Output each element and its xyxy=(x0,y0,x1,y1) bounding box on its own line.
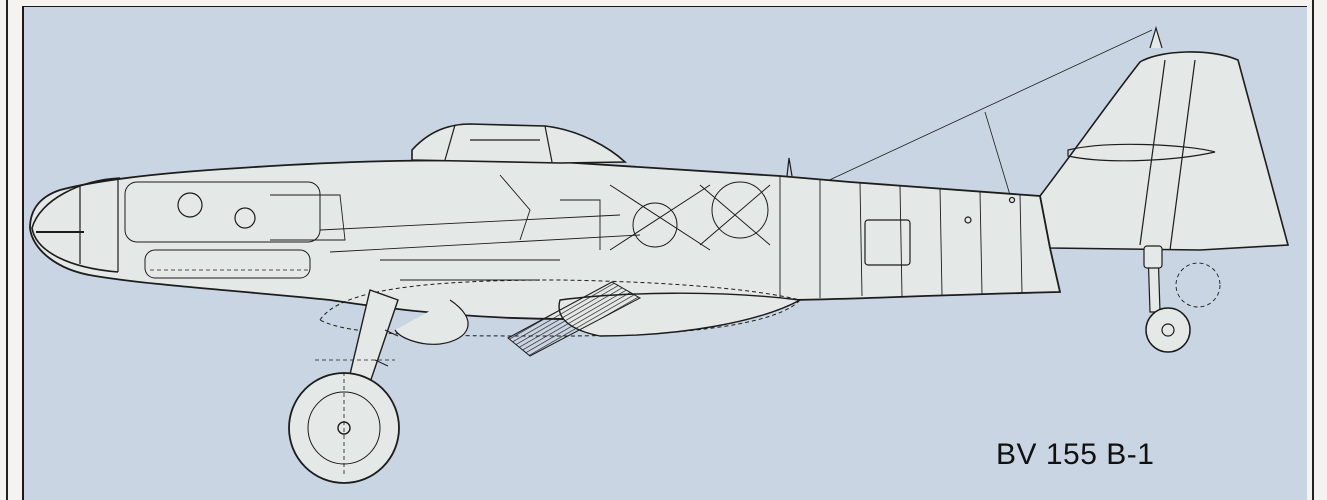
propeller-spinner xyxy=(31,177,121,273)
page-edge-right xyxy=(1312,0,1314,500)
fuselage xyxy=(29,159,1062,320)
canopy xyxy=(411,123,627,164)
access-panel xyxy=(864,219,911,266)
wing-root-fairing xyxy=(394,299,469,345)
engine-block xyxy=(124,181,321,243)
cowling-line xyxy=(79,178,119,272)
fuselage-frames xyxy=(779,176,1023,300)
rudder-hinge xyxy=(1139,59,1196,251)
canopy-frame xyxy=(444,124,553,163)
aerial-mast xyxy=(1149,25,1163,49)
tail-wheel xyxy=(1145,307,1191,353)
radiator-hatching xyxy=(507,281,642,357)
tail-stabilizer xyxy=(1067,143,1216,162)
page-edge-left xyxy=(6,0,8,500)
tail-fin xyxy=(1039,51,1290,251)
aerial-wire xyxy=(822,29,1153,196)
aircraft-designation-caption: BV 155 B-1 xyxy=(996,438,1155,471)
cockpit-bracing xyxy=(609,184,771,251)
